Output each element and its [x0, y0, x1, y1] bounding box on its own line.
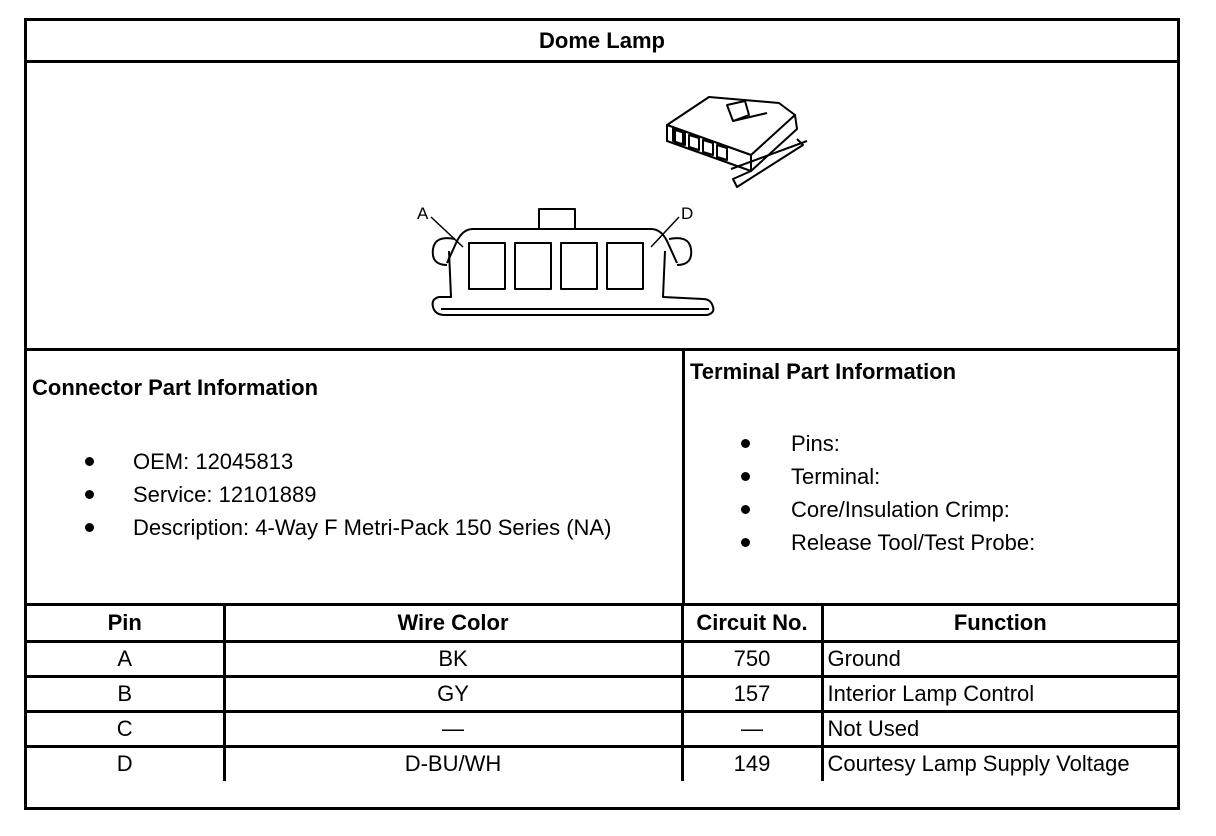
bullet-icon: [85, 490, 94, 499]
function-cell: Interior Lamp Control: [820, 674, 1177, 713]
table-row: C — — Not Used: [27, 709, 1177, 748]
connector-figure: A D: [27, 63, 1177, 351]
connector-drawing: A D: [417, 96, 808, 316]
section-divider: [27, 603, 1177, 606]
terminal-part-item: Release Tool/Test Probe:: [791, 530, 1036, 555]
terminal-part-info: Terminal Part Information Pins: Terminal…: [682, 351, 1177, 603]
wire-color-cell: BK: [222, 639, 684, 678]
connector-part-info: Connector Part Information OEM: 12045813…: [27, 351, 682, 603]
table-row: A BK 750 Ground: [27, 639, 1177, 678]
connector-part-item: Description: 4-Way F Metri-Pack 150 Seri…: [133, 515, 612, 540]
terminal-part-item: Terminal:: [791, 464, 881, 489]
bullet-icon: [741, 505, 750, 514]
bullet-icon: [85, 523, 94, 532]
wire-color-cell: —: [222, 709, 684, 748]
column-header-circuit-no: Circuit No.: [680, 606, 824, 643]
circuit-no-cell: 149: [680, 744, 824, 781]
pin-label-a: A: [417, 204, 429, 223]
connector-info-sheet: Dome Lamp: [24, 18, 1180, 810]
circuit-no-cell: 750: [680, 639, 824, 678]
pin-label-d: D: [681, 204, 693, 223]
connector-part-item: OEM: 12045813: [133, 449, 294, 474]
circuit-no-cell: —: [680, 709, 824, 748]
table-row: D D-BU/WH 149 Courtesy Lamp Supply Volta…: [27, 744, 1177, 781]
function-cell: Courtesy Lamp Supply Voltage: [820, 744, 1177, 781]
table-header-row: Pin Wire Color Circuit No. Function: [27, 606, 1177, 643]
connector-face-illustration: [430, 208, 715, 316]
bullet-icon: [85, 457, 94, 466]
table-row: B GY 157 Interior Lamp Control: [27, 674, 1177, 713]
function-cell: Ground: [820, 639, 1177, 678]
connector-isometric-illustration: [666, 96, 808, 188]
wire-color-cell: GY: [222, 674, 684, 713]
page-title: Dome Lamp: [27, 21, 1177, 63]
column-header-wire-color: Wire Color: [222, 606, 684, 643]
pin-cell: A: [27, 639, 226, 678]
pin-cell: C: [27, 709, 226, 748]
bullet-icon: [741, 472, 750, 481]
wire-color-cell: D-BU/WH: [222, 744, 684, 781]
circuit-no-cell: 157: [680, 674, 824, 713]
terminal-part-item: Core/Insulation Crimp:: [791, 497, 1010, 522]
bullet-icon: [741, 538, 750, 547]
function-cell: Not Used: [820, 709, 1177, 748]
column-header-pin: Pin: [27, 606, 226, 643]
connector-part-item: Service: 12101889: [133, 482, 317, 507]
pin-cell: B: [27, 674, 226, 713]
terminal-part-heading: Terminal Part Information: [690, 359, 957, 384]
column-header-function: Function: [820, 606, 1177, 643]
pinout-table: Pin Wire Color Circuit No. Function A BK…: [27, 606, 1177, 781]
pin-cell: D: [27, 744, 226, 781]
bullet-icon: [741, 439, 750, 448]
terminal-part-item: Pins:: [791, 431, 840, 456]
connector-part-heading: Connector Part Information: [32, 375, 319, 400]
